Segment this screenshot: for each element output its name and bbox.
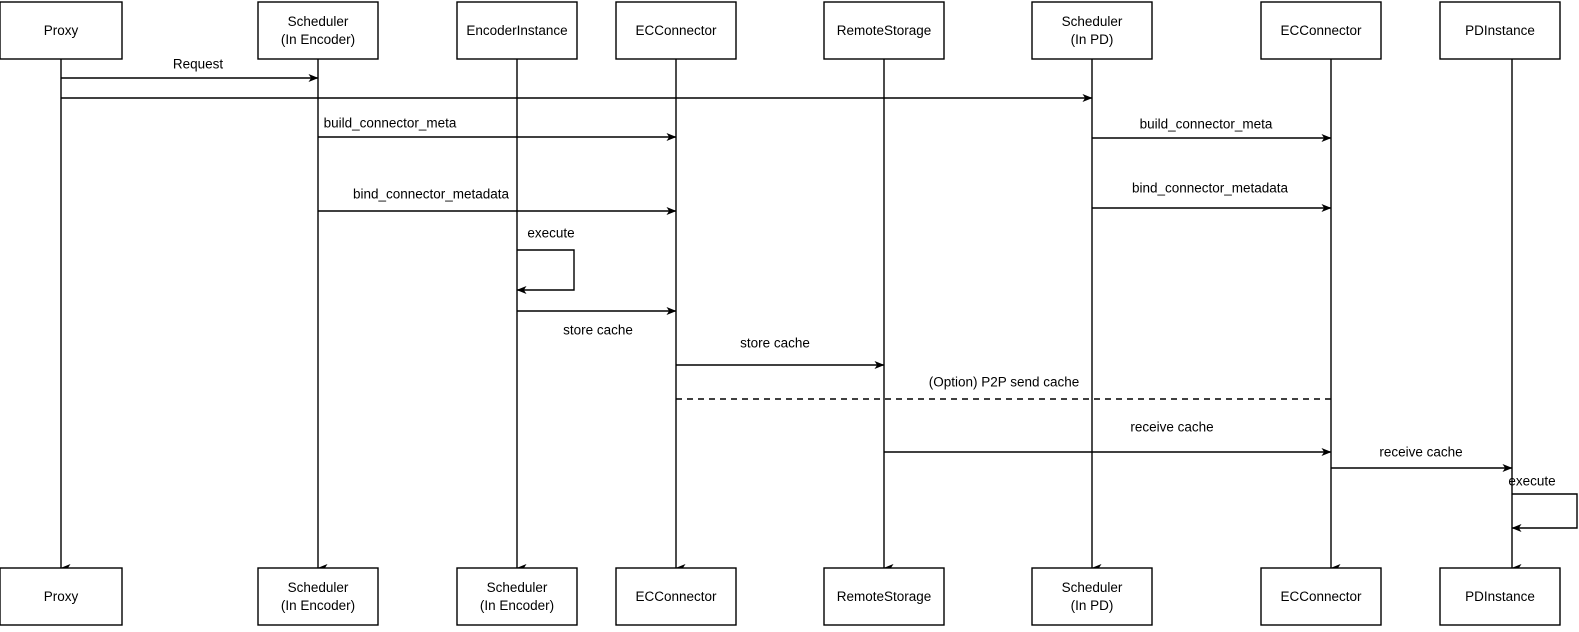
participant-bottom-proxy-bottom-box[interactable] [0, 567, 123, 626]
msg-store-cache-1: store cache [517, 307, 677, 338]
msg-request: Request [61, 57, 319, 82]
participant-top-encoder-inst[interactable]: EncoderInstance [456, 1, 578, 60]
self-execute-pd-loop [1511, 493, 1578, 532]
participant-bottom-scheduler-enc-2-bottom-box[interactable] [456, 567, 578, 626]
msg-build-connector-meta-1-label: build_connector_meta [324, 116, 457, 131]
participant-bottom-scheduler-enc-bottom-label-line1: Scheduler [288, 580, 349, 595]
participant-top-scheduler-enc-box[interactable] [257, 1, 379, 60]
participant-bottom-proxy-bottom-label: Proxy [44, 589, 79, 604]
msg-bind-connector-meta-1-label: bind_connector_metadata [353, 187, 510, 202]
msg-bind-connector-meta-1: bind_connector_metadata [318, 187, 677, 215]
participant-bottom-scheduler-enc-bottom[interactable]: Scheduler (In Encoder) [257, 567, 379, 626]
lifelines-layer [60, 59, 1522, 572]
participant-top-scheduler-pd-box[interactable] [1031, 1, 1153, 60]
participant-bottom-scheduler-pd-bottom[interactable]: Scheduler (In PD) [1031, 567, 1153, 626]
msg-p2p-send-cache: (Option) P2P send cache [676, 375, 1331, 400]
participant-bottom-ec-connector-2-bottom[interactable]: ECConnector [1260, 567, 1382, 626]
self-execute-pd-label: execute [1508, 474, 1555, 489]
participant-bottom-remote-storage-bottom[interactable]: RemoteStorage [823, 567, 945, 626]
participant-bottom-scheduler-pd-bottom-label-line1: Scheduler [1062, 580, 1123, 595]
participant-top-encoder-inst-label: EncoderInstance [466, 23, 567, 38]
participant-top-pd-instance[interactable]: PDInstance [1439, 1, 1561, 60]
participant-top-proxy-label: Proxy [44, 23, 79, 38]
participant-top-scheduler-pd-label-line2: (In PD) [1071, 32, 1114, 47]
msg-build-connector-meta-2: build_connector_meta [1092, 117, 1332, 142]
msg-build-connector-meta-1: build_connector_meta [318, 116, 677, 141]
participant-top-encoder-inst-box[interactable] [456, 1, 578, 60]
participant-bottom-ec-connector-2-bottom-box[interactable] [1260, 567, 1382, 626]
self-execute-encoder-loop [516, 249, 575, 294]
bottom-participants-layer: Proxy Scheduler (In Encoder) Scheduler (In E… [0, 567, 1561, 626]
participant-bottom-pd-instance-bottom-box[interactable] [1439, 567, 1561, 626]
msg-store-cache-2: store cache [676, 336, 885, 369]
participant-bottom-ec-connector-2-bottom-label: ECConnector [1280, 589, 1362, 604]
participant-top-ec-connector-2-box[interactable] [1260, 1, 1382, 60]
participant-top-proxy-box[interactable] [0, 1, 123, 60]
participant-top-proxy[interactable]: Proxy [0, 1, 123, 60]
participant-top-scheduler-enc-label-line2: (In Encoder) [281, 32, 355, 47]
msg-bind-connector-meta-2-label: bind_connector_metadata [1132, 181, 1289, 196]
participant-bottom-ec-connector-1-bottom-label: ECConnector [635, 589, 717, 604]
self-execute-encoder-label: execute [527, 226, 574, 241]
msg-receive-cache-1: receive cache [884, 420, 1332, 456]
participant-top-remote-storage[interactable]: RemoteStorage [823, 1, 945, 60]
msg-bind-connector-meta-2: bind_connector_metadata [1092, 181, 1332, 212]
top-participants-layer: Proxy Scheduler (In Encoder) EncoderInstanc… [0, 1, 1561, 60]
self-execute-encoder: execute [516, 226, 575, 294]
participant-bottom-scheduler-enc-2-bottom[interactable]: Scheduler (In Encoder) [456, 567, 578, 626]
participant-top-pd-instance-box[interactable] [1439, 1, 1561, 60]
participant-top-scheduler-pd-label-line1: Scheduler [1062, 14, 1123, 29]
msg-receive-cache-2: receive cache [1331, 445, 1513, 472]
participant-top-scheduler-pd[interactable]: Scheduler (In PD) [1031, 1, 1153, 60]
participant-top-remote-storage-label: RemoteStorage [837, 23, 932, 38]
msg-request-label: Request [173, 57, 224, 72]
participant-bottom-scheduler-enc-2-bottom-label-line1: Scheduler [487, 580, 548, 595]
msg-p2p-send-cache-label: (Option) P2P send cache [929, 375, 1080, 390]
participant-top-ec-connector-2-label: ECConnector [1280, 23, 1362, 38]
msg-receive-cache-1-label: receive cache [1130, 420, 1213, 435]
self-execute-pd: execute [1508, 474, 1578, 532]
msg-store-cache-2-label: store cache [740, 336, 810, 351]
participant-bottom-scheduler-pd-bottom-label-line2: (In PD) [1071, 598, 1114, 613]
participant-top-pd-instance-label: PDInstance [1465, 23, 1535, 38]
participant-top-ec-connector-1-box[interactable] [615, 1, 737, 60]
participant-bottom-remote-storage-bottom-box[interactable] [823, 567, 945, 626]
participant-bottom-pd-instance-bottom-label: PDInstance [1465, 589, 1535, 604]
participant-bottom-scheduler-enc-bottom-box[interactable] [257, 567, 379, 626]
participant-top-ec-connector-2[interactable]: ECConnector [1260, 1, 1382, 60]
participant-bottom-scheduler-enc-bottom-label-line2: (In Encoder) [281, 598, 355, 613]
participant-bottom-pd-instance-bottom[interactable]: PDInstance [1439, 567, 1561, 626]
msg-build-connector-meta-2-label: build_connector_meta [1140, 117, 1273, 132]
participant-top-ec-connector-1[interactable]: ECConnector [615, 1, 737, 60]
participant-bottom-scheduler-enc-2-bottom-label-line2: (In Encoder) [480, 598, 554, 613]
participant-bottom-remote-storage-bottom-label: RemoteStorage [837, 589, 932, 604]
messages-layer: Request build_connector_meta build_connect… [61, 57, 1513, 472]
msg-receive-cache-2-label: receive cache [1379, 445, 1462, 460]
participant-top-remote-storage-box[interactable] [823, 1, 945, 60]
msg-store-cache-1-label: store cache [563, 323, 633, 338]
participant-top-scheduler-enc[interactable]: Scheduler (In Encoder) [257, 1, 379, 60]
participant-bottom-scheduler-pd-bottom-box[interactable] [1031, 567, 1153, 626]
self-messages-layer: execute execute [516, 226, 1578, 532]
participant-bottom-proxy-bottom[interactable]: Proxy [0, 567, 123, 626]
participant-bottom-ec-connector-1-bottom-box[interactable] [615, 567, 737, 626]
participant-top-ec-connector-1-label: ECConnector [635, 23, 717, 38]
participant-bottom-ec-connector-1-bottom[interactable]: ECConnector [615, 567, 737, 626]
participant-top-scheduler-enc-label-line1: Scheduler [288, 14, 349, 29]
